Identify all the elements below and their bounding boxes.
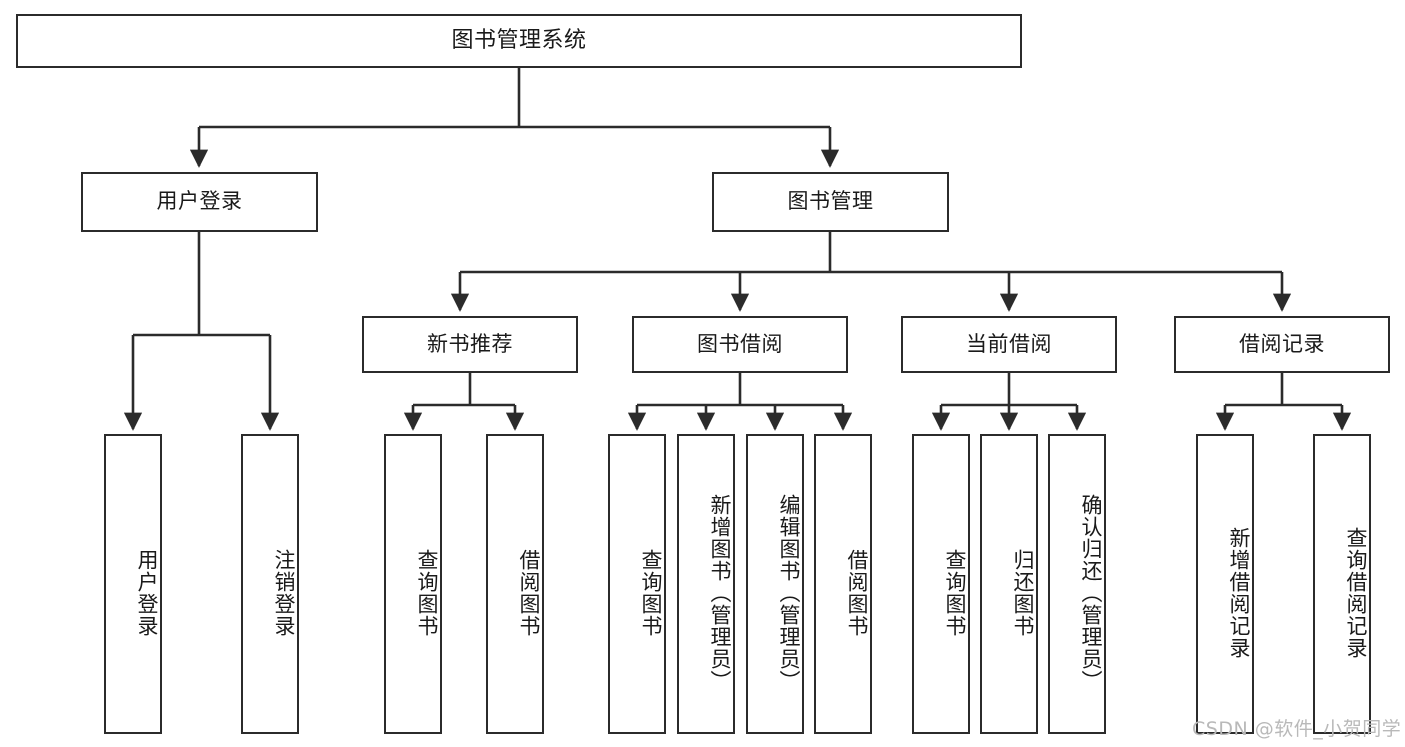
node-leaf-query-book-borrow[interactable]: 查询图书 (608, 434, 666, 734)
node-label: 编辑图书（管理员） (777, 494, 801, 692)
node-book-management[interactable]: 图书管理 (712, 172, 949, 232)
node-leaf-user-login[interactable]: 用户登录 (104, 434, 162, 734)
node-leaf-query-borrow-record[interactable]: 查询借阅记录 (1313, 434, 1371, 734)
node-label: 查询图书 (639, 549, 663, 637)
node-label: 借阅图书 (517, 549, 541, 637)
csdn-watermark: CSDN @软件_小贺同学 (1192, 718, 1402, 740)
node-label: 新书推荐 (427, 331, 513, 356)
node-leaf-query-book-current[interactable]: 查询图书 (912, 434, 970, 734)
node-leaf-return-book[interactable]: 归还图书 (980, 434, 1038, 734)
node-user-login[interactable]: 用户登录 (81, 172, 318, 232)
node-leaf-borrow-book[interactable]: 借阅图书 (814, 434, 872, 734)
node-label: 用户登录 (135, 549, 159, 637)
node-current-borrow[interactable]: 当前借阅 (901, 316, 1117, 373)
node-book-borrow[interactable]: 图书借阅 (632, 316, 848, 373)
node-label: 新增图书（管理员） (708, 494, 732, 692)
node-label: 查询图书 (415, 549, 439, 637)
node-leaf-add-book-admin[interactable]: 新增图书（管理员） (677, 434, 735, 734)
node-new-book-recommend[interactable]: 新书推荐 (362, 316, 578, 373)
node-label: 归还图书 (1011, 549, 1035, 637)
node-label: 查询借阅记录 (1344, 527, 1368, 659)
node-leaf-add-borrow-record[interactable]: 新增借阅记录 (1196, 434, 1254, 734)
node-label: 借阅图书 (845, 549, 869, 637)
node-label: 图书借阅 (697, 331, 783, 356)
node-label: 用户登录 (156, 189, 243, 214)
node-borrow-record[interactable]: 借阅记录 (1174, 316, 1390, 373)
node-label: 注销登录 (272, 549, 296, 637)
node-leaf-query-book-recommend[interactable]: 查询图书 (384, 434, 442, 734)
node-label: 借阅记录 (1239, 331, 1325, 356)
node-leaf-borrow-book-recommend[interactable]: 借阅图书 (486, 434, 544, 734)
node-label: 查询图书 (943, 549, 967, 637)
node-label: 当前借阅 (966, 331, 1052, 356)
node-label: 新增借阅记录 (1227, 527, 1251, 659)
node-label: 图书管理系统 (451, 27, 587, 53)
node-leaf-user-logout[interactable]: 注销登录 (241, 434, 299, 734)
node-label: 图书管理 (787, 189, 874, 214)
node-root-book-management-system[interactable]: 图书管理系统 (16, 14, 1022, 68)
node-label: 确认归还（管理员） (1079, 494, 1103, 692)
node-leaf-edit-book-admin[interactable]: 编辑图书（管理员） (746, 434, 804, 734)
node-leaf-confirm-return-admin[interactable]: 确认归还（管理员） (1048, 434, 1106, 734)
